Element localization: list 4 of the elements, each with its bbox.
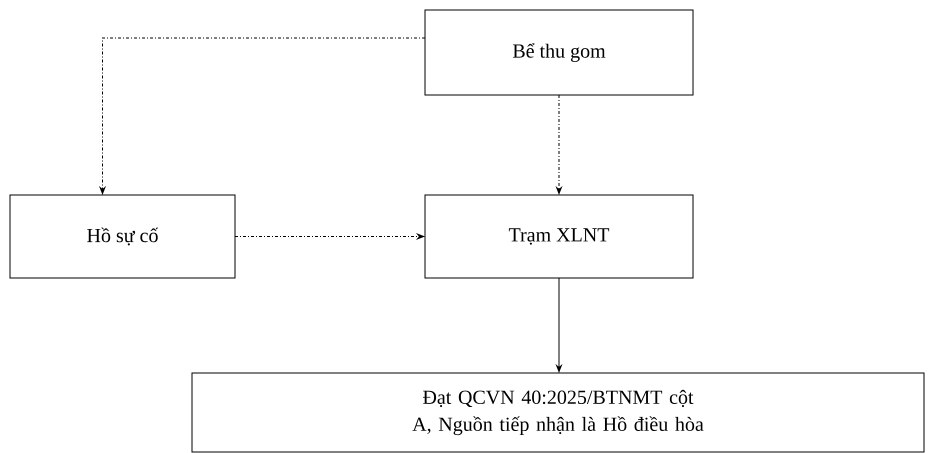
process-box: Trạm XLNT <box>424 194 694 278</box>
process-box: Đạt QCVN 40:2025/BTNMT cột A, Nguồn tiếp nhận là Hồ điều hòa <box>192 372 924 452</box>
process-box: Hồ sự cố <box>10 194 236 278</box>
process-box: Bể thu gom <box>424 10 694 96</box>
